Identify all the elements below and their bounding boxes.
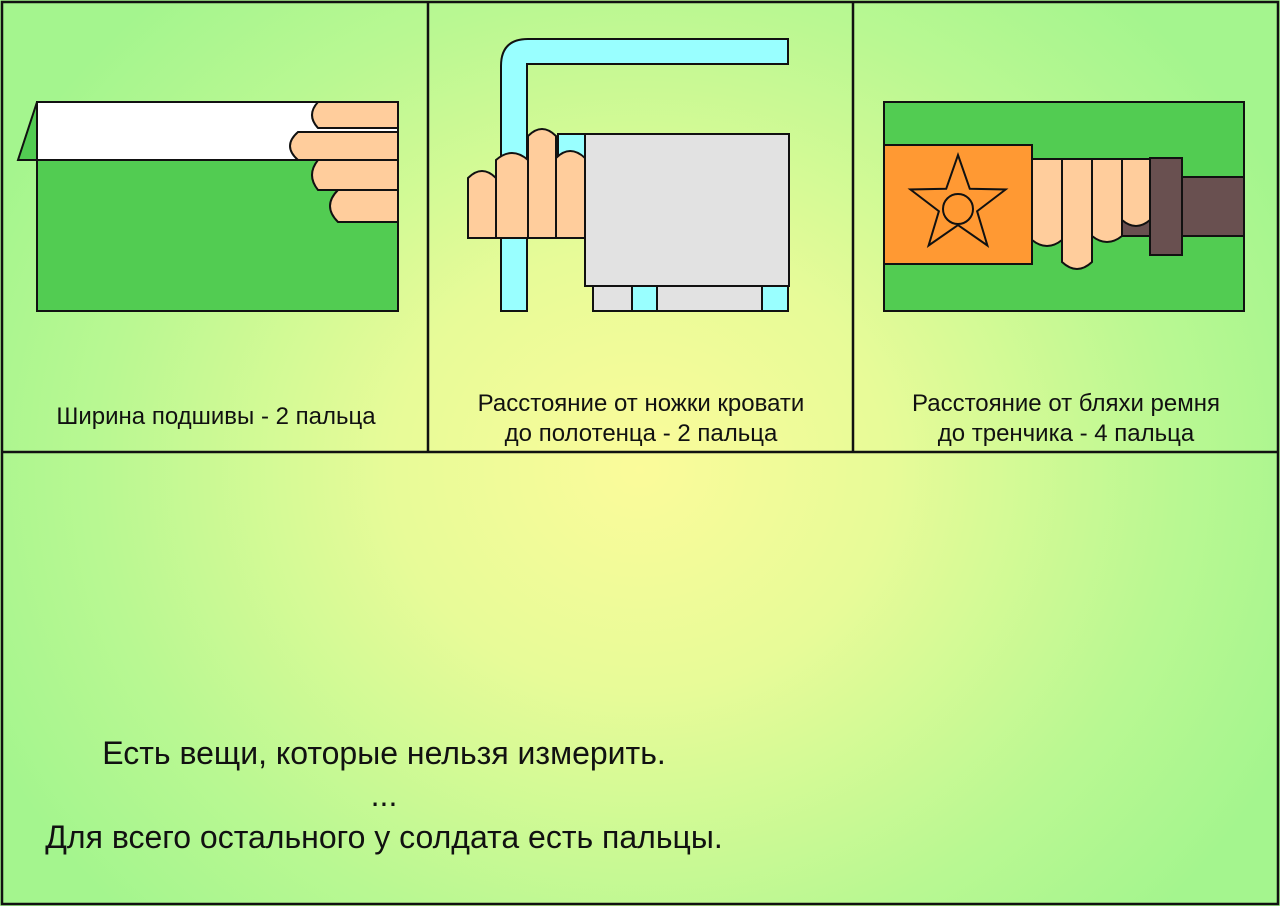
hand-icon	[467, 128, 586, 239]
hand-icon	[289, 101, 399, 223]
towel-icon	[584, 133, 790, 287]
bed-frame-icon	[500, 38, 789, 312]
belt-illustration	[883, 101, 1245, 312]
punchline-line-1: Есть вещи, которые нельзя измерить.	[102, 735, 666, 771]
panel-caption-bed: Расстояние от ножки кровати до полотенца…	[428, 389, 854, 449]
caption-line: Расстояние от ножки кровати	[477, 390, 805, 417]
bed-illustration	[467, 38, 790, 312]
caption-line: до тренчика - 4 пальца	[937, 420, 1195, 447]
punchline-text: Есть вещи, которые нельзя измерить. ... …	[0, 732, 1065, 858]
caption-line: до полотенца - 2 пальца	[504, 420, 778, 447]
caption-line: Расстояние от бляхи ремня	[912, 390, 1220, 417]
belt-loop-icon	[1149, 157, 1183, 256]
punchline-ellipsis: ...	[370, 777, 398, 813]
caption-line: Ширина подшивы - 2 пальца	[56, 403, 376, 430]
hem-illustration	[16, 101, 399, 312]
panel-caption-belt: Расстояние от бляхи ремня до тренчика - …	[854, 389, 1278, 449]
belt-buckle-star-icon	[883, 144, 1033, 265]
panel-caption-hem: Ширина подшивы - 2 пальца	[2, 402, 430, 432]
hand-icon	[1031, 158, 1151, 270]
punchline-line-3: Для всего остального у солдата есть паль…	[45, 819, 723, 855]
